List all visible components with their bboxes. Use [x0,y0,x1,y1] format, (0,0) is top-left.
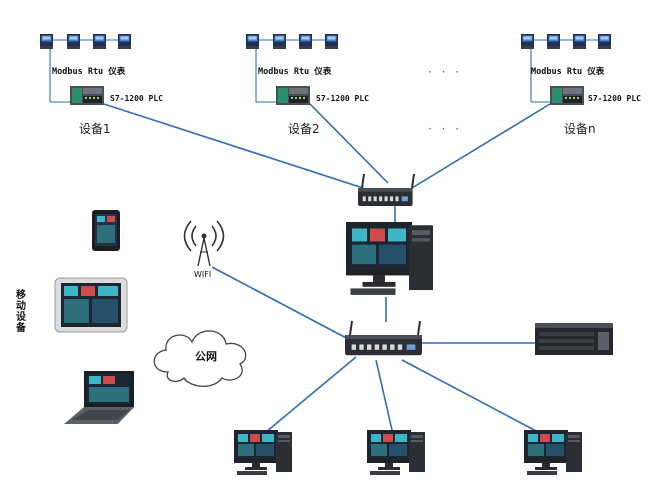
plc-label: S7-1200 PLC [588,94,641,103]
tablet-icon [54,277,128,333]
wifi-label: WIFI [194,270,211,279]
meter-icon [521,34,534,49]
meter-icon [273,34,286,49]
device-group-n: Modbus Rtu 仪表 S7-1200 PLC 设备n [521,34,641,136]
meter-icon [325,34,338,49]
phone-icon [92,210,120,251]
cloud-label: 公网 [195,350,217,363]
mobile-devices-label: 移动设备 [15,288,27,334]
router-icon [345,335,422,356]
laptop-icon [64,371,134,424]
desktop-pc-icon [524,430,582,475]
meter-icon [547,34,560,49]
desktop-pc-icon [234,430,292,475]
device-group-2: Modbus Rtu 仪表 S7-1200 PLC 设备2 [246,34,369,136]
ellipsis-marker: · · · [428,65,462,79]
meter-icon [67,34,80,49]
meter-icon [246,34,259,49]
device-label: 设备n [564,122,596,136]
meter-label: Modbus Rtu 仪表 [531,66,605,77]
router-icon [358,188,413,206]
device-group-1: Modbus Rtu 仪表 S7-1200 PLC 设备1 [40,34,163,136]
meter-icon [573,34,586,49]
desktop-pc-icon [367,430,425,475]
ellipsis-marker: · · · [428,122,462,136]
plc-icon [70,86,104,105]
device-label: 设备1 [79,122,111,136]
cloud-icon [153,330,247,387]
meter-icon [118,34,131,49]
plc-icon [276,86,310,105]
meter-icon [598,34,611,49]
server-icon [535,323,613,355]
plc-label: S7-1200 PLC [316,94,369,103]
desktop-pc-icon [346,222,433,295]
plc-label: S7-1200 PLC [110,94,163,103]
meter-label: Modbus Rtu 仪表 [52,66,126,77]
plc-icon [550,86,584,105]
connection-lines [40,39,603,433]
meter-label: Modbus Rtu 仪表 [258,66,332,77]
wifi-tower-icon [183,220,225,267]
meter-icon [299,34,312,49]
meter-icon [40,34,53,49]
meter-icon [93,34,106,49]
device-label: 设备2 [288,122,320,136]
